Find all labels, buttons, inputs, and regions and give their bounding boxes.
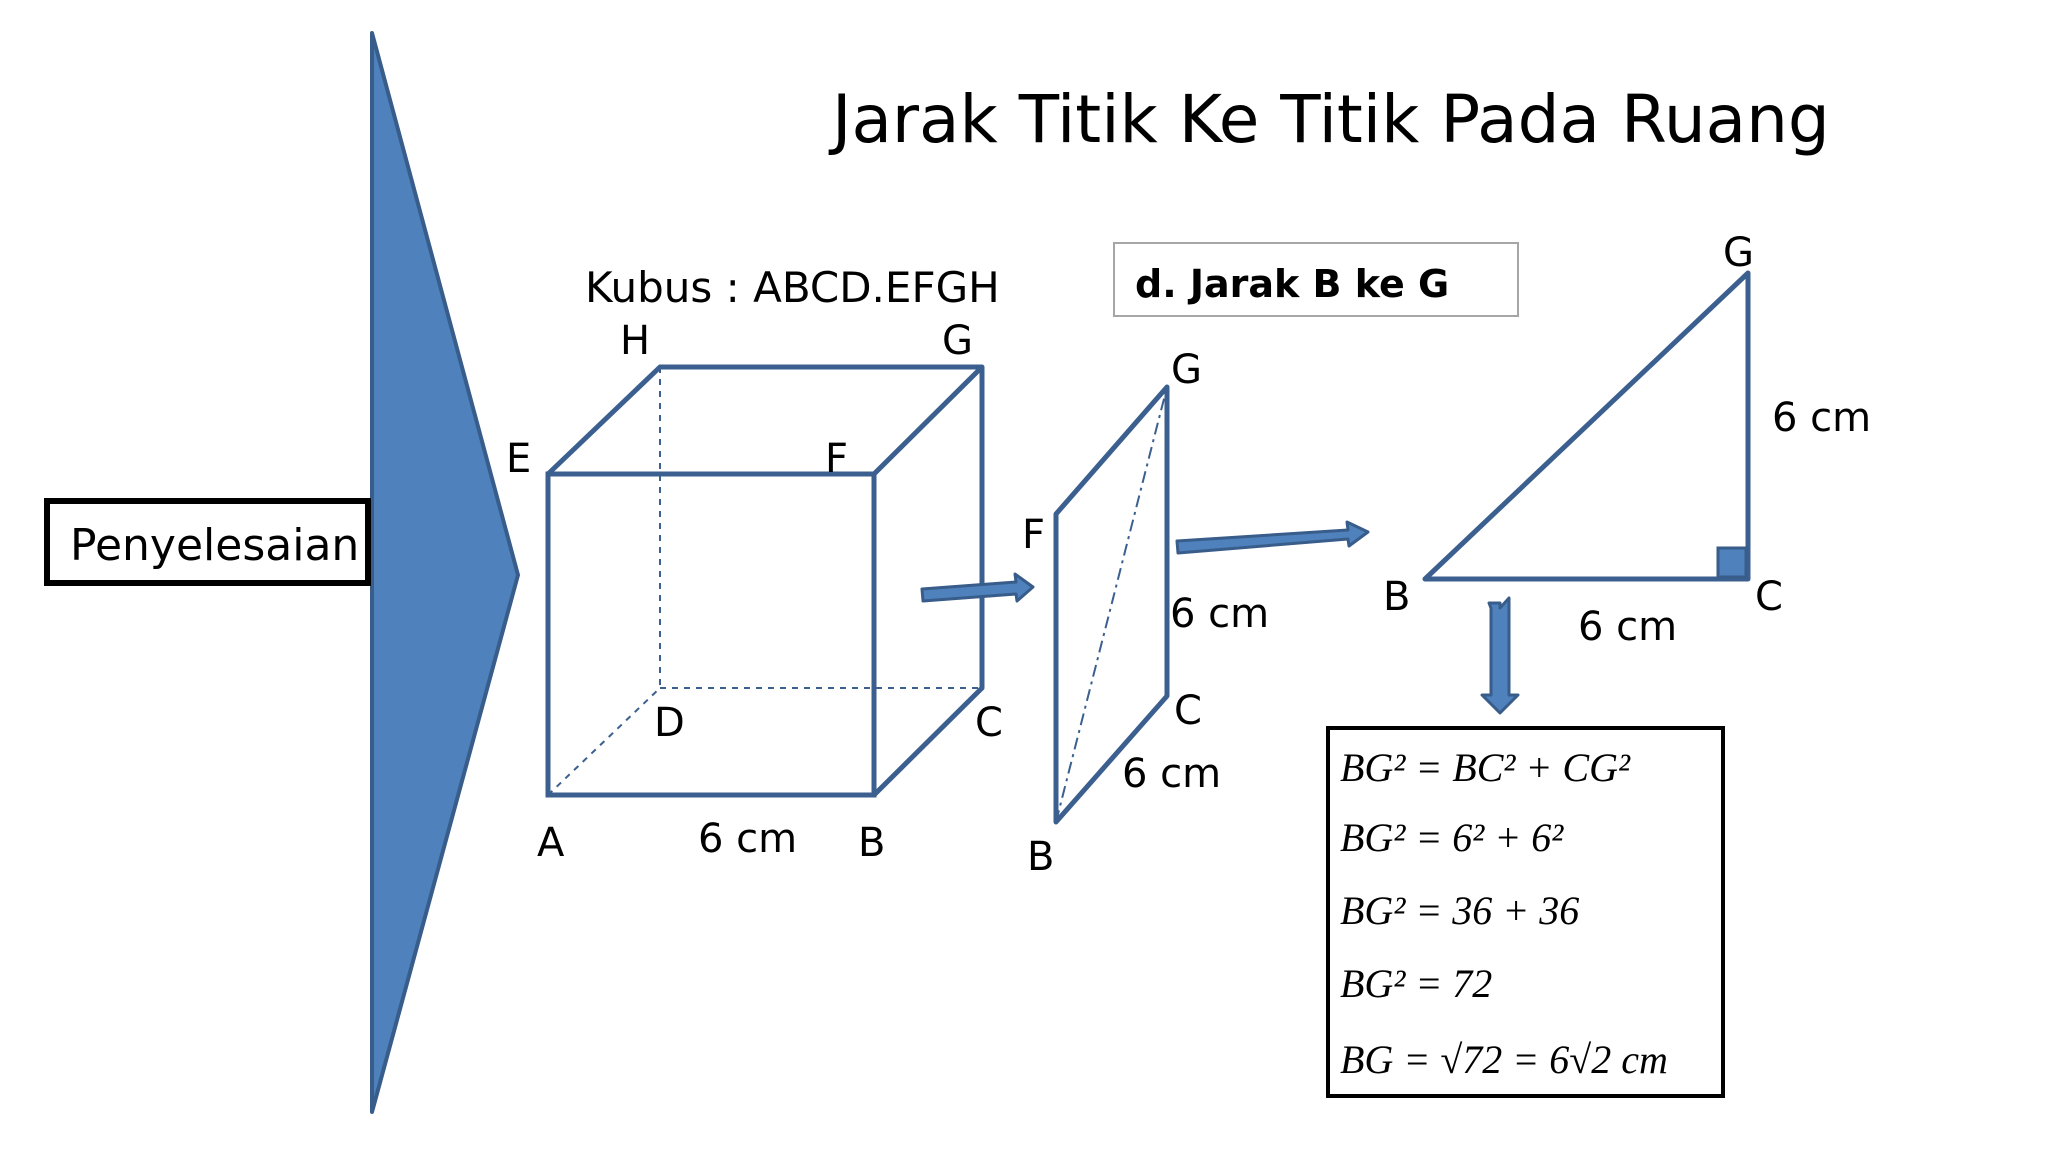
arrow-down-icon <box>1480 596 1520 715</box>
arrow-right-icon <box>1175 520 1370 555</box>
solution-line-5: BG = √72 = 6√2 cm <box>1340 1037 1668 1082</box>
penyelesaian-label: Penyelesaian <box>70 520 359 571</box>
plane-label-bottom: 6 cm <box>1122 751 1221 797</box>
plane-vertex-f: F <box>1022 512 1045 558</box>
cube-right-face <box>872 367 985 797</box>
triangle-vertex-g: G <box>1723 230 1754 276</box>
cube-vertex-g: G <box>942 318 973 364</box>
cube-vertex-b: B <box>858 820 885 866</box>
plane-vertex-b: B <box>1027 834 1054 880</box>
question-label: d. Jarak B ke G <box>1135 262 1449 306</box>
right-angle-marker <box>1716 546 1748 579</box>
solution-line-4: BG² = 72 <box>1340 961 1492 1006</box>
triangle-bcg <box>1422 270 1751 582</box>
solution-line-1: BG² = BC² + CG² <box>1340 745 1631 790</box>
solution-box: BG² = BC² + CG² BG² = 6² + 6² BG² = 36 +… <box>1326 726 1725 1098</box>
cube-front-face <box>545 471 877 798</box>
triangle-label-vertical: 6 cm <box>1772 395 1871 441</box>
chevron-shape <box>370 31 520 1114</box>
cube-vertex-d: D <box>654 700 685 746</box>
cube-vertex-f: F <box>825 436 848 482</box>
cube-diagram <box>545 364 985 798</box>
cube-hidden-edge-ad <box>547 687 661 796</box>
cube-top-face <box>546 364 985 476</box>
cube-edge-label: 6 cm <box>698 816 797 862</box>
triangle-vertex-b: B <box>1383 574 1410 620</box>
triangle-label-bottom: 6 cm <box>1578 604 1677 650</box>
cube-vertex-e: E <box>506 436 531 482</box>
plane-vertex-g: G <box>1171 347 1202 393</box>
solution-line-2: BG² = 6² + 6² <box>1340 815 1564 860</box>
plane-bcgf <box>1053 384 1170 825</box>
plane-vertex-c: C <box>1174 688 1202 734</box>
plane-diagram <box>1053 384 1170 825</box>
penyelesaian-box: Penyelesaian <box>44 498 371 586</box>
triangle-vertex-c: C <box>1755 574 1783 620</box>
triangle-diagram <box>1422 270 1751 582</box>
arrow-right-icon <box>920 572 1035 603</box>
cube-vertex-c: C <box>975 700 1003 746</box>
cube-vertex-a: A <box>537 820 565 866</box>
cube-caption: Kubus : ABCD.EFGH <box>585 263 1000 312</box>
question-box: d. Jarak B ke G <box>1113 242 1519 317</box>
page-title: Jarak Titik Ke Titik Pada Ruang <box>828 81 1830 158</box>
cube-vertex-h: H <box>620 318 650 364</box>
plane-label-vertical: 6 cm <box>1170 591 1269 637</box>
solution-line-3: BG² = 36 + 36 <box>1340 888 1579 933</box>
